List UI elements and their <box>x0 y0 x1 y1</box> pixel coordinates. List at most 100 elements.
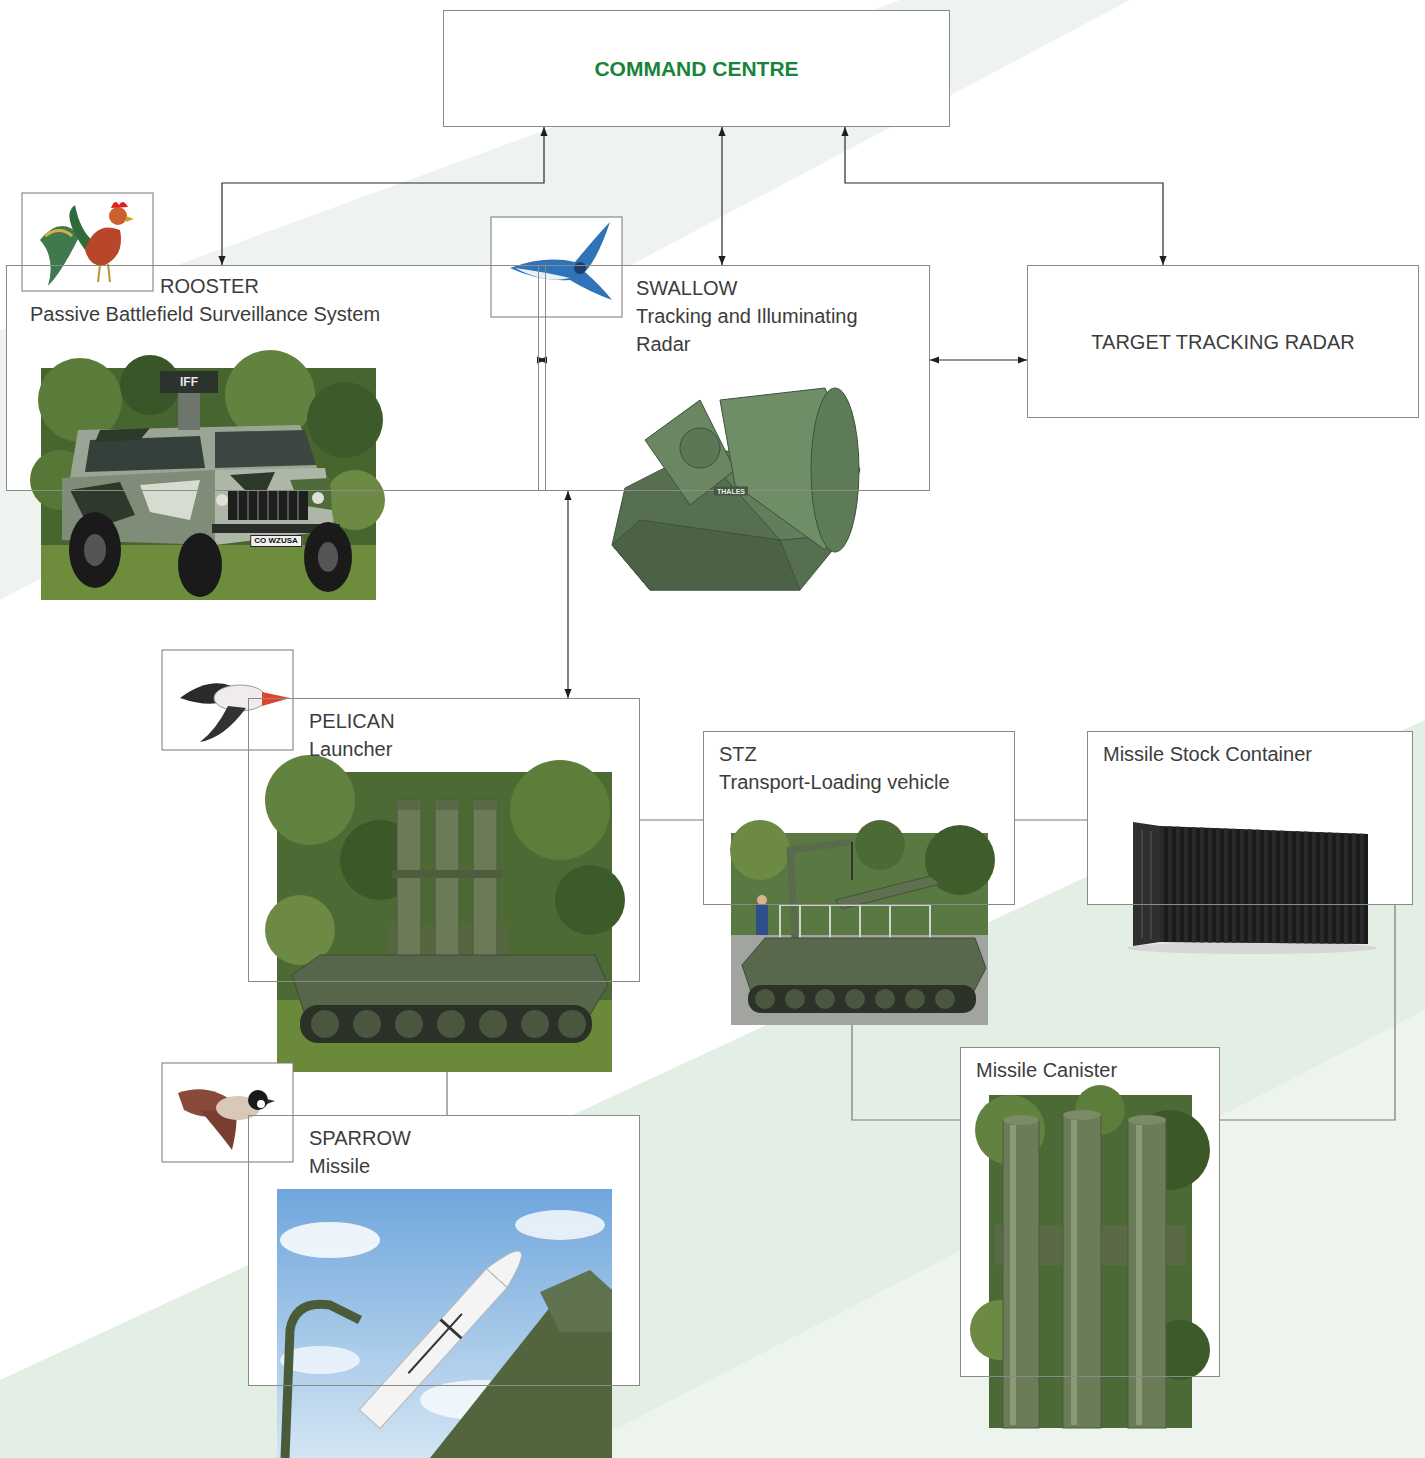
launcher-photo <box>277 1000 612 1072</box>
stock-container-photo <box>1127 942 1377 954</box>
transport-loader-photo <box>815 989 835 1009</box>
missile-canister-photo <box>1063 1115 1101 1428</box>
system-box: ROOSTERPassive Battlefield Surveillance … <box>6 265 546 491</box>
sparrow-icon <box>162 1063 293 1162</box>
launcher-photo <box>510 760 610 860</box>
connector-arrow <box>721 127 722 265</box>
pelican-icon <box>262 692 290 706</box>
missile-photo <box>359 1269 507 1429</box>
tracking-radar-photo <box>612 388 860 590</box>
missile-canister-photo <box>1063 1110 1101 1120</box>
launcher-photo <box>265 755 625 1072</box>
transport-loader-photo <box>851 842 853 880</box>
node-title: PELICAN <box>309 707 609 735</box>
connector-arrow <box>845 127 1163 265</box>
tracking-radar-photo <box>680 428 720 468</box>
transport-loader-photo <box>756 905 768 935</box>
node-subtitle: Missile <box>309 1152 609 1180</box>
missile-canister-photo <box>1136 1125 1142 1425</box>
rooster-icon <box>98 264 110 282</box>
stock-container-photo <box>1127 822 1377 954</box>
rooster-icon <box>111 202 128 208</box>
node-subtitle: Launcher <box>309 735 609 763</box>
photo-marking: THALES <box>714 487 748 496</box>
node-subtitle: Passive Battlefield Surveillance System <box>30 300 406 328</box>
box-ground <box>1027 265 1419 418</box>
connector-arrow <box>567 491 568 698</box>
transport-loader-photo <box>748 985 976 1013</box>
surveillance-vehicle-photo <box>312 492 324 504</box>
missile-photo <box>359 1243 530 1429</box>
missile-photo <box>280 1222 380 1258</box>
transport-loader-photo <box>935 989 955 1009</box>
missile-photo <box>486 1243 530 1288</box>
surveillance-vehicle-photo <box>30 350 385 600</box>
pelican-icon <box>162 650 293 750</box>
swallow-icon <box>491 217 622 317</box>
transport-loader-photo <box>855 820 905 870</box>
launcher-photo <box>437 1010 465 1038</box>
pelican-icon <box>162 650 293 750</box>
surveillance-vehicle-photo <box>228 490 308 520</box>
transport-loader-photo <box>845 989 865 1009</box>
node-title: Missile Canister <box>976 1056 1208 1084</box>
rooster-icon <box>45 231 72 237</box>
connector-line <box>1015 819 1087 820</box>
sparrow-icon <box>257 1100 265 1108</box>
rooster-icon <box>22 193 153 291</box>
system-box: STZTransport-Loading vehicle <box>703 731 1015 905</box>
launcher-photo <box>558 1010 586 1038</box>
surveillance-vehicle-photo <box>318 542 338 572</box>
swallow-icon <box>491 217 622 317</box>
swallow-icon <box>574 262 586 274</box>
surveillance-vehicle-photo <box>69 512 121 588</box>
missile-photo <box>540 1270 612 1332</box>
system-box: SWALLOWTracking and Illuminating Radar <box>538 265 930 491</box>
system-box: PELICANLauncher <box>248 698 640 982</box>
launcher-photo <box>353 1010 381 1038</box>
launcher-photo <box>311 1010 339 1038</box>
rooster-icon <box>109 207 127 225</box>
surveillance-vehicle-photo <box>178 533 222 597</box>
surveillance-vehicle-photo <box>84 534 106 566</box>
missile-canister-photo <box>1003 1120 1039 1428</box>
photo-marking: CO WZUSA <box>250 535 302 547</box>
transport-loader-photo <box>905 989 925 1009</box>
rooster-icon <box>22 193 153 291</box>
node-title: ROOSTER <box>160 272 536 300</box>
missile-photo <box>277 1189 612 1458</box>
missile-canister-photo <box>1128 1120 1166 1428</box>
launcher-photo <box>555 865 625 935</box>
sparrow-icon <box>162 1063 293 1162</box>
launcher-photo <box>473 800 497 810</box>
surveillance-vehicle-photo <box>216 494 228 506</box>
launcher-photo <box>435 800 459 810</box>
missile-canister-photo <box>989 1095 1192 1428</box>
missile-canister-photo <box>1003 1115 1039 1125</box>
missile-photo <box>285 1304 360 1458</box>
surveillance-vehicle-photo <box>140 480 200 520</box>
node-title: STZ <box>719 740 1001 768</box>
launcher-photo <box>265 755 355 845</box>
stock-container-photo <box>1133 822 1160 946</box>
transport-loader-photo <box>875 989 895 1009</box>
stock-container-photo <box>1160 826 1368 944</box>
surveillance-vehicle-photo <box>160 371 218 393</box>
missile-photo <box>408 1314 462 1373</box>
sparrow-icon <box>267 1099 275 1104</box>
pelican-icon <box>200 706 246 742</box>
surveillance-vehicle-photo <box>238 490 298 520</box>
launcher-photo <box>395 1010 423 1038</box>
missile-photo <box>515 1210 605 1240</box>
transport-loader-photo <box>757 895 767 905</box>
transport-loader-photo <box>785 989 805 1009</box>
rooster-icon <box>85 228 121 266</box>
surveillance-vehicle-photo <box>325 470 385 530</box>
surveillance-vehicle-photo <box>95 428 150 442</box>
transport-loader-photo <box>755 989 775 1009</box>
box-ground <box>6 265 546 491</box>
